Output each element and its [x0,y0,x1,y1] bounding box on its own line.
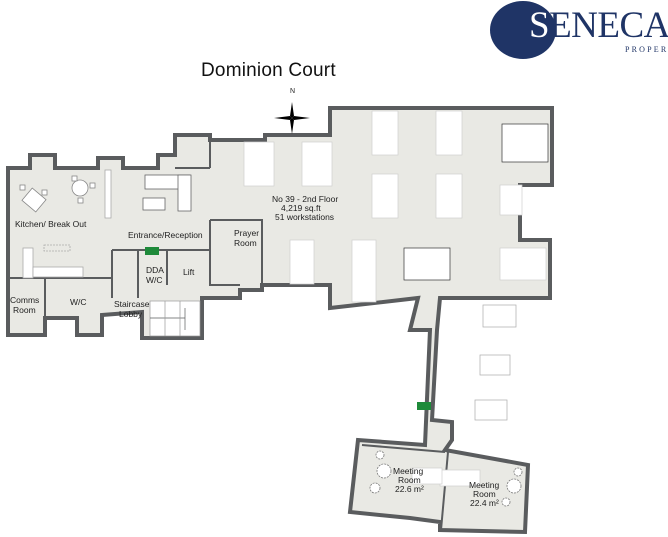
entrance-label: Entrance/Reception [128,230,203,240]
meeting-furniture [369,450,523,507]
staircase-label-1: Staircase [114,299,150,309]
comms-label-1: Comms [10,295,39,305]
staircase-label-2: Lobby [119,309,143,319]
seneca-logo: SENECA PROPERTY [490,0,668,60]
meeting1-label-1: Meeting [393,466,424,476]
prayer-label-2: Room [234,238,257,248]
logo-circle-icon [490,1,556,59]
compass-label: N [290,88,295,95]
logo-subtitle: PROPERTY [625,45,668,54]
reception-sofa [142,174,192,212]
meeting2-area: 22.4 m² [470,498,499,508]
exit-sign-icon [145,247,431,410]
dda-label-1: DDA [146,265,164,275]
staircase [149,300,201,337]
comms-label-2: Room [13,305,36,315]
meeting1-area: 22.6 m² [395,484,424,494]
kitchen-label: Kitchen/ Break Out [15,219,87,229]
wc-label: W/C [70,297,87,307]
kitchen-counter [22,169,112,279]
floor-info-line3: 51 workstations [275,212,334,222]
floor-info-line1: No 39 - 2nd Floor [272,194,338,204]
floor-outline [6,106,554,535]
prayer-label-1: Prayer [234,228,259,238]
desk-clusters [243,110,549,487]
dda-label-2: W/C [146,275,163,285]
logo-brand: SENECA [529,5,668,46]
meeting2-label-1: Meeting [469,480,500,490]
interior-walls [8,140,449,531]
meeting1-label-2: Room [398,475,421,485]
floor-info-line2: 4,219 sq.ft [281,203,321,213]
compass-icon [274,102,310,134]
kitchen-tables [19,175,96,213]
meeting2-label-2: Room [473,489,496,499]
lift-label: Lift [183,267,195,277]
corridor-desks [474,304,517,421]
page-title: Dominion Court [201,60,336,81]
